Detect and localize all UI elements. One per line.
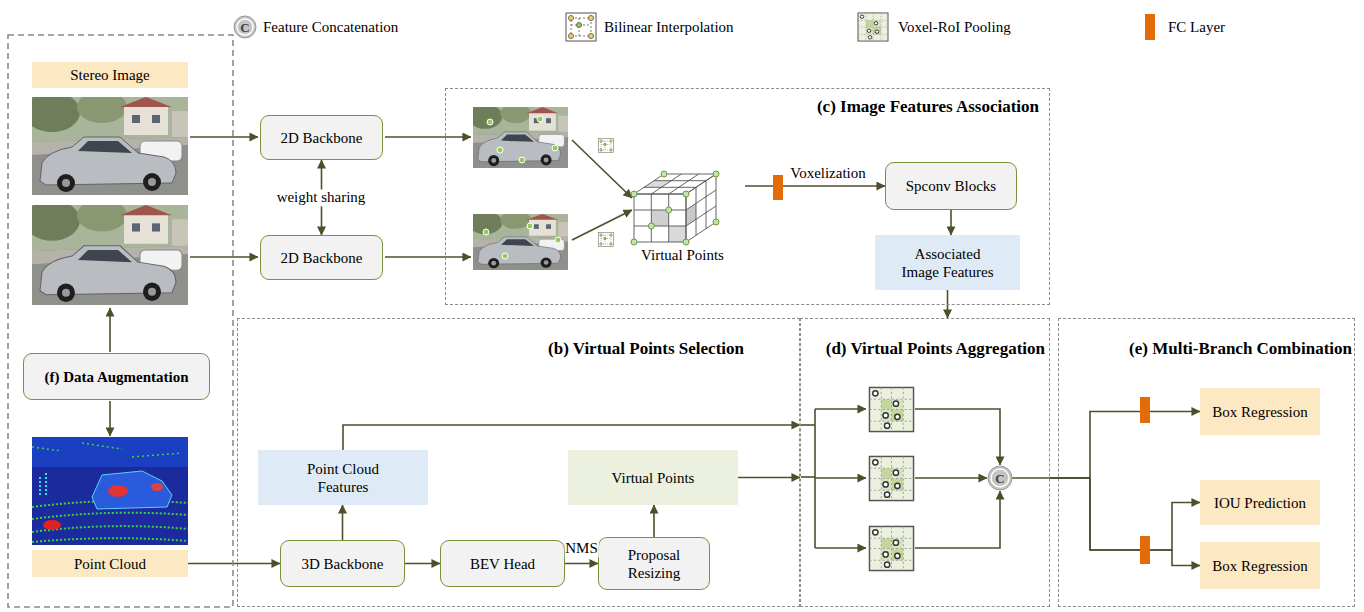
connector-arrow: [947, 290, 949, 318]
voxel-roi-pooling: [869, 456, 913, 500]
output-box: Box Regression: [1200, 542, 1320, 589]
concat-symbol-ring: [991, 469, 1009, 487]
point-cloud-image: [32, 437, 188, 545]
box-text: (f) Data Augmentation: [44, 368, 188, 386]
process-box: Spconv Blocks: [885, 162, 1017, 210]
legend-text: FC Layer: [1168, 19, 1225, 36]
input-label: Stereo Image: [32, 62, 188, 88]
box-text: Virtual Points: [641, 246, 724, 264]
connector-arrow: [342, 505, 344, 540]
feature-image: [468, 211, 568, 270]
box-text: Box Regression: [1212, 403, 1307, 421]
input-label: Point Cloud: [32, 550, 188, 577]
process-box: 2D Backbone: [260, 115, 383, 160]
process-box: 2D Backbone: [260, 235, 383, 280]
symbol-letter: C: [240, 21, 249, 34]
stereo-right-image: [24, 199, 188, 305]
output-box: IOU Prediction: [1200, 480, 1320, 525]
stereo-left-image: [24, 91, 188, 195]
process-box: (f) Data Augmentation: [23, 353, 210, 400]
process-box: BEV Head: [440, 540, 565, 587]
connector-arrow: [1050, 478, 1200, 566]
box-text: 3D Backbone: [301, 555, 383, 573]
connector-arrow: [653, 505, 655, 537]
voxel-roi-pooling: [869, 526, 913, 570]
bilinear-icon: [599, 139, 614, 153]
box-text: Associated Image Features: [897, 245, 998, 281]
box-text: 2D Backbone: [280, 129, 362, 147]
process-box: 3D Backbone: [280, 540, 405, 587]
box-text: BEV Head: [470, 555, 535, 573]
legend-swatch: [1145, 14, 1155, 40]
voxel-cube: Virtual Points: [620, 168, 745, 264]
fc-layer: [1140, 536, 1150, 564]
legend-text: Feature Concatenation: [263, 19, 398, 36]
box-text: Box Regression: [1212, 557, 1307, 575]
legend-text: Voxel-RoI Pooling: [898, 19, 1011, 36]
connector-arrow: [738, 477, 800, 479]
connector-arrow: [1050, 478, 1200, 550]
symbol-letter: C: [995, 472, 1004, 485]
region-heading: (b) Virtual Points Selection: [548, 339, 744, 359]
feature-box: Point Cloud Features: [258, 450, 428, 505]
connector-arrow: [565, 563, 598, 565]
box-text: Point Cloud: [74, 555, 146, 573]
edge-label: NMS: [564, 540, 599, 557]
module-region: (e) Multi-Branch CombinationBox Regressi…: [1058, 318, 1355, 607]
feature-box: Associated Image Features: [875, 235, 1020, 290]
box-text: Stereo Image: [70, 66, 150, 84]
legend-text: Bilinear Interpolation: [604, 19, 734, 36]
box-text: Virtual Points: [612, 469, 695, 487]
box-text: IOU Prediction: [1214, 494, 1306, 512]
module-region: (c) Image Features AssociationVirtual Po…: [445, 88, 1050, 305]
bus-lines: [801, 409, 1050, 548]
input-region-outline: [8, 35, 233, 607]
box-text: 2D Backbone: [280, 249, 362, 267]
concat-symbol: [234, 16, 256, 38]
box-text: Proposal Resizing: [607, 546, 701, 582]
edge-label: weight sharing: [276, 189, 367, 206]
connector-arrow: [1050, 412, 1200, 479]
connector-arrow: [188, 563, 280, 565]
bilinear-icon: [599, 233, 614, 247]
module-region: (b) Virtual Points SelectionPoint Cloud …: [237, 318, 800, 607]
voxel-cube-drawing: [620, 168, 745, 246]
connector-arrow: [950, 210, 952, 235]
box-text: Point Cloud Features: [280, 460, 406, 496]
sample-points: [483, 116, 561, 259]
output-box: Box Regression: [1200, 388, 1320, 435]
voxel-roi-icon: [858, 13, 888, 41]
fc-layer: [1140, 397, 1150, 423]
connector-arrow: [745, 185, 885, 187]
module-region: (d) Virtual Points Aggregation: [800, 318, 1050, 607]
connector-arrow: [343, 425, 800, 450]
voxel-roi-pooling: [869, 387, 913, 431]
process-box: Proposal Resizing: [598, 537, 710, 590]
concat-symbol: [988, 466, 1012, 490]
connector-arrow: [405, 563, 440, 565]
box-text: Spconv Blocks: [906, 177, 996, 195]
bilinear-icon: [566, 13, 596, 41]
concat-symbol-ring: [237, 19, 253, 35]
feature-image: [468, 103, 568, 168]
region-heading: (c) Image Features Association: [817, 97, 1039, 117]
region-heading: (e) Multi-Branch Combination: [1129, 339, 1352, 359]
feature-box: Virtual Points: [568, 450, 738, 505]
region-heading: (d) Virtual Points Aggregation: [826, 339, 1045, 359]
fc-layer: [773, 175, 783, 200]
edge-label: Voxelization: [789, 165, 867, 182]
